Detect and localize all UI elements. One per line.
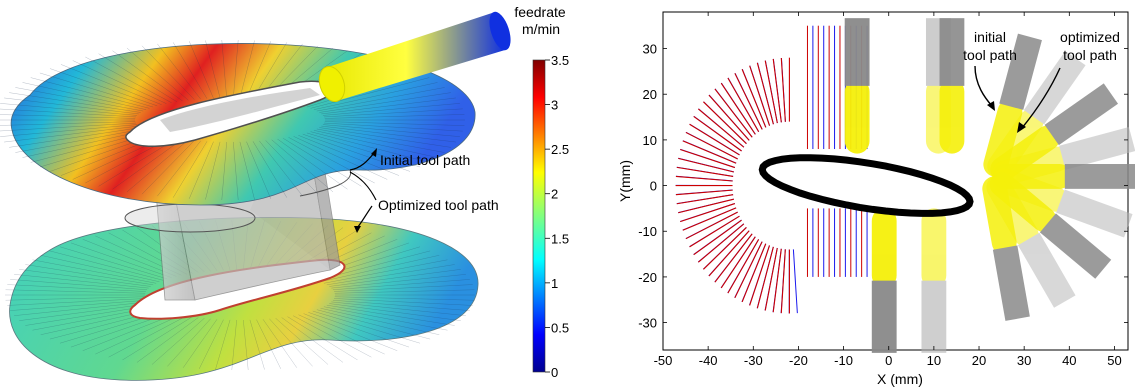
- tool-axis-line: [703, 227, 747, 270]
- tool-axis-line: [780, 249, 786, 314]
- tool-axis-line: [697, 108, 745, 148]
- y-axis-label: Y(mm): [617, 160, 633, 202]
- tool-axis-line: [741, 69, 767, 128]
- x-tick-label: 20: [972, 353, 986, 368]
- left-panel: Initial tool path Optimized tool path fe…: [0, 4, 569, 381]
- tool-axis-line: [693, 115, 742, 152]
- colorbar-tick-label: 1: [551, 276, 558, 291]
- x-tick-label: 10: [927, 353, 941, 368]
- tool-axis-line: [764, 60, 778, 124]
- annotation-initial-line1: initial: [974, 29, 1006, 45]
- right-annotations: initial tool path optimized tool path: [963, 29, 1120, 133]
- tool-axis-line: [772, 58, 782, 123]
- y-tick-label: 30: [643, 42, 657, 57]
- annotation-initial-line2: tool path: [963, 47, 1017, 63]
- colorbar-title: feedrate: [514, 4, 566, 20]
- tool-axis-line: [678, 157, 734, 173]
- tool-axis-line: [693, 219, 742, 256]
- tool-axis-line: [680, 149, 736, 169]
- tool-axis-line: [703, 101, 747, 145]
- tool-pose: [921, 208, 947, 353]
- tool-axis-line: [764, 247, 778, 311]
- tool-axis-line: [678, 198, 734, 214]
- x-tick-label: 40: [1062, 353, 1076, 368]
- tool-axis-line: [749, 245, 771, 306]
- colorbar-tick-label: 0: [551, 365, 558, 380]
- tool-axis-line: [708, 230, 750, 277]
- tool-axis-line: [682, 140, 737, 164]
- tool-axis-line: [720, 236, 756, 289]
- x-tick-label: 50: [1107, 353, 1121, 368]
- tool-pose: [844, 18, 870, 154]
- tool-axis-line: [675, 175, 733, 182]
- colorbar-unit: m/min: [522, 21, 560, 37]
- tool-pose: [982, 176, 1030, 321]
- left-annotations: Initial tool path Optimized tool path: [349, 148, 499, 233]
- colorbar-ramp: [532, 59, 546, 373]
- tool-axis-line: [780, 57, 786, 122]
- x-axis-label: X (mm): [877, 371, 923, 387]
- y-tick-label: -10: [638, 224, 657, 239]
- y-tick-label: 20: [643, 87, 657, 102]
- colorbar-tick-label: 2.5: [551, 142, 569, 157]
- tool-axis-line: [756, 246, 774, 309]
- annotation-optimized-line1: optimized: [1060, 29, 1120, 45]
- cutting-tool: [318, 11, 511, 103]
- tool-axis-line: [708, 94, 750, 141]
- feedrate-colorbar: feedrate m/min 3.5 3 2.5 2 1.5 1 0.5 0: [514, 4, 569, 380]
- tool-axis-line: [741, 243, 767, 303]
- tool-axis-line: [714, 88, 753, 138]
- tool-pose: [939, 18, 965, 154]
- tool-axis-line: [689, 123, 740, 156]
- annotation-optimized-tool-path: Optimized tool path: [378, 197, 499, 213]
- tool-axis-line: [772, 248, 782, 313]
- x-tick-label: -50: [654, 353, 673, 368]
- x-tick-label: -40: [699, 353, 718, 368]
- x-tick-label: -30: [744, 353, 763, 368]
- tool-axis-line: [676, 194, 734, 205]
- y-tick-label: -30: [638, 316, 657, 331]
- tool-axis-line: [680, 203, 736, 223]
- y-tick-label: 0: [650, 179, 657, 194]
- right-panel: -50 -40 -30 -20 -10 0 10 20 30 40 50 30 20 10 0 -10 -20 -…: [617, 11, 1135, 387]
- tool-axis-line: [749, 65, 771, 126]
- colorbar-tick-label: 2: [551, 187, 558, 202]
- annotation-initial-tool-path: Initial tool path: [380, 152, 470, 168]
- y-tick-label: -20: [638, 270, 657, 285]
- colorbar-tick-label: 3: [551, 98, 558, 113]
- tool-axis-line: [676, 166, 734, 178]
- tool-axis-line: [675, 189, 733, 196]
- tool-axis-line: [682, 207, 737, 231]
- tool-axis-line: [734, 241, 763, 299]
- x-tick-label: -20: [789, 353, 808, 368]
- tool-pose: [992, 164, 1135, 189]
- tool-axis-line: [734, 73, 763, 130]
- y-tick-label: 10: [643, 133, 657, 148]
- tool-axis-line: [727, 77, 760, 133]
- tool-axis-line: [756, 62, 774, 125]
- tool-axis-line: [720, 82, 756, 135]
- tool-axis-line: [689, 215, 740, 248]
- x-tick-label: -10: [834, 353, 853, 368]
- x-tick-label: 30: [1017, 353, 1031, 368]
- blade-outline: [758, 154, 974, 217]
- x-tick-label: 0: [885, 353, 892, 368]
- tool-axis-line: [685, 211, 738, 240]
- tool-axis-line: [685, 131, 738, 160]
- tool-axis-line: [727, 239, 760, 294]
- colorbar-tick-label: 0.5: [551, 320, 569, 335]
- tool-pose: [871, 208, 897, 353]
- tool-axis-line: [714, 233, 753, 283]
- annotation-optimized-line2: tool path: [1063, 47, 1117, 63]
- colorbar-tick-label: 1.5: [551, 231, 569, 246]
- tool-axis-line: [697, 223, 745, 263]
- middle-section-ring: [124, 203, 256, 233]
- colorbar-tick-label: 3.5: [551, 53, 569, 68]
- tool-axis-line: [792, 249, 798, 314]
